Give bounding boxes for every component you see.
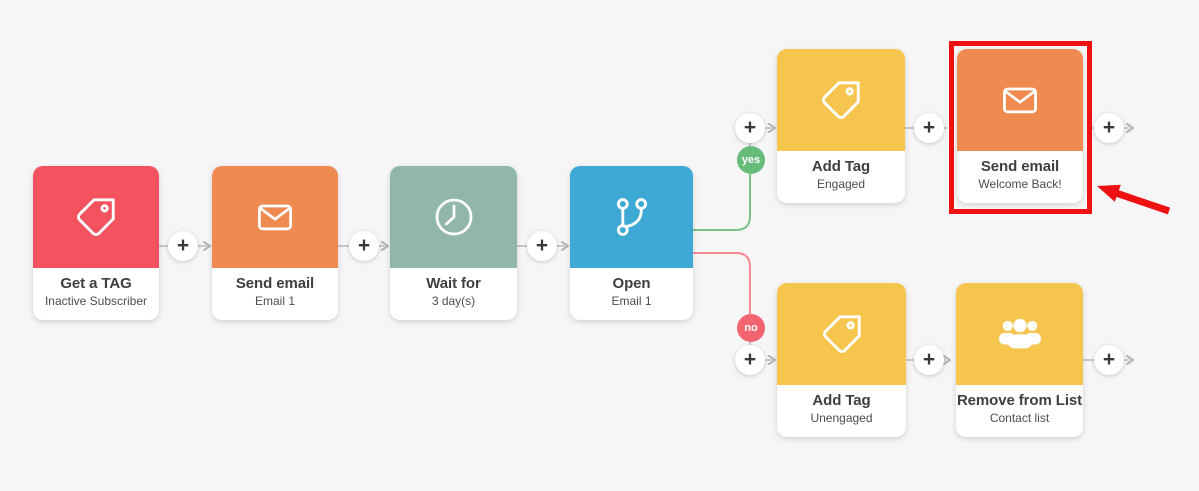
node-title: Send email <box>980 158 1060 175</box>
no-branch-label: no <box>744 322 758 334</box>
people-icon <box>998 318 1041 349</box>
add-step-button[interactable]: + <box>349 231 379 261</box>
node-add-tag-engaged[interactable]: Add Tag Engaged <box>777 49 905 203</box>
node-subtitle: Engaged <box>816 177 866 191</box>
node-send-email-welcome-back[interactable]: Send email Welcome Back! <box>957 49 1083 203</box>
node-open[interactable]: Open Email 1 <box>570 166 693 320</box>
node-wait-for[interactable]: Wait for 3 day(s) <box>390 166 517 320</box>
node-icon-area <box>570 166 693 268</box>
plus-icon: + <box>176 233 190 257</box>
node-title: Wait for <box>426 275 481 292</box>
node-subtitle: Welcome Back! <box>978 177 1062 191</box>
node-icon-area <box>957 49 1083 151</box>
add-step-button[interactable]: + <box>914 113 944 143</box>
add-step-button[interactable]: + <box>735 345 765 375</box>
yes-branch-badge: yes <box>737 146 765 174</box>
node-add-tag-unengaged[interactable]: Add Tag Unengaged <box>777 283 906 437</box>
node-title: Open <box>612 275 651 292</box>
plus-icon: + <box>535 233 549 257</box>
node-icon-area <box>956 283 1083 385</box>
node-title: Remove from List <box>956 392 1083 409</box>
branch-icon <box>616 198 647 236</box>
plus-icon: + <box>743 347 757 371</box>
plus-icon: + <box>922 347 936 371</box>
node-subtitle: Email 1 <box>254 294 295 308</box>
add-step-button[interactable]: + <box>527 231 557 261</box>
plus-icon: + <box>922 115 936 139</box>
node-title: Add Tag <box>811 158 871 175</box>
node-get-a-tag[interactable]: Get a TAG Inactive Subscriber <box>33 166 159 320</box>
yes-branch-label: yes <box>741 154 761 166</box>
node-subtitle: 3 day(s) <box>431 294 476 308</box>
add-step-button[interactable]: + <box>914 345 944 375</box>
node-subtitle: Email 1 <box>611 294 652 308</box>
envelope-icon <box>1003 87 1037 114</box>
plus-icon: + <box>357 233 371 257</box>
add-step-button[interactable]: + <box>168 231 198 261</box>
node-send-email-1[interactable]: Send email Email 1 <box>212 166 338 320</box>
add-step-button[interactable]: + <box>735 113 765 143</box>
add-step-button[interactable]: + <box>1094 113 1124 143</box>
node-icon-area <box>390 166 517 268</box>
plus-icon: + <box>1102 347 1116 371</box>
tag-icon <box>77 198 115 236</box>
node-icon-area <box>777 49 905 151</box>
node-title: Add Tag <box>812 392 871 409</box>
tag-icon <box>822 81 860 119</box>
envelope-icon <box>258 204 292 231</box>
no-branch-badge: no <box>737 314 765 342</box>
node-subtitle: Contact list <box>989 411 1050 425</box>
plus-icon: + <box>1102 115 1116 139</box>
node-title: Get a TAG <box>60 275 132 292</box>
node-subtitle: Inactive Subscriber <box>44 294 148 308</box>
node-icon-area <box>777 283 906 385</box>
tag-icon <box>822 315 861 353</box>
node-icon-area <box>33 166 159 268</box>
add-step-button[interactable]: + <box>1094 345 1124 375</box>
node-subtitle: Unengaged <box>810 411 873 425</box>
node-icon-area <box>212 166 338 268</box>
red-arrow-annotation <box>1097 184 1171 215</box>
plus-icon: + <box>743 115 757 139</box>
node-remove-from-list[interactable]: Remove from List Contact list <box>956 283 1083 437</box>
node-title: Send email <box>235 275 315 292</box>
clock-icon <box>435 198 472 236</box>
